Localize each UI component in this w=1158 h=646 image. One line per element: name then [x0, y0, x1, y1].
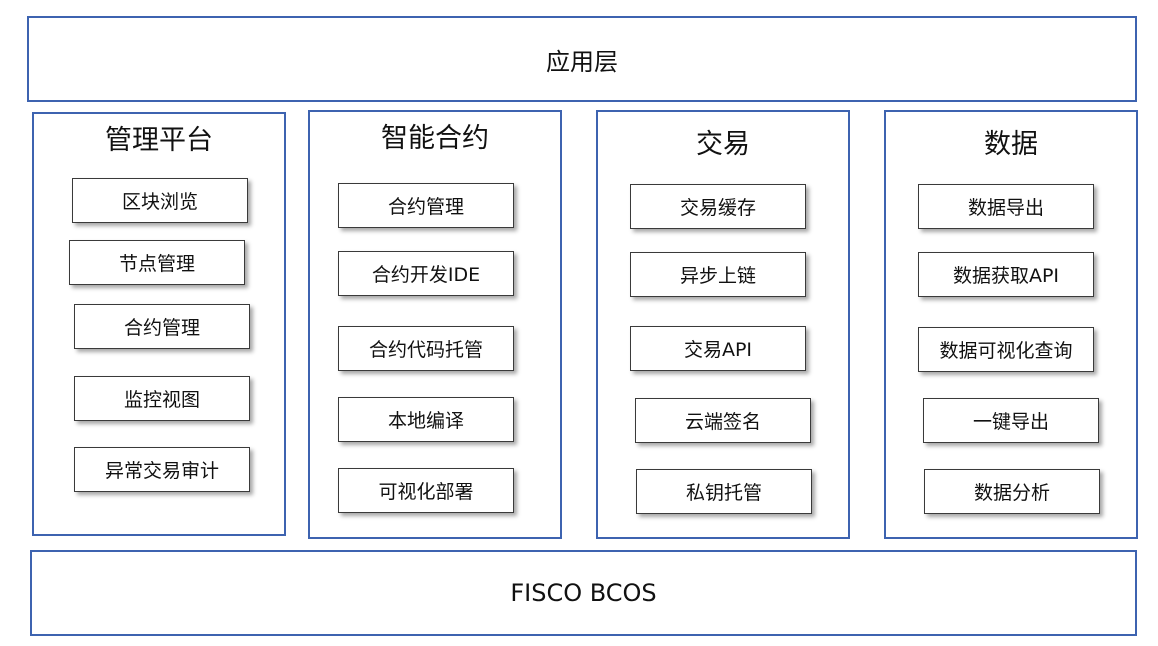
fisco-bcos-layer: FISCO BCOS — [30, 550, 1137, 636]
contract-code-hosting-item: 合约代码托管 — [338, 326, 514, 371]
fisco-bcos-label: FISCO BCOS — [510, 579, 657, 607]
transaction-cache-item: 交易缓存 — [630, 184, 806, 229]
async-chain-item: 异步上链 — [630, 252, 806, 297]
data-visual-query-item: 数据可视化查询 — [918, 327, 1094, 372]
one-click-export-item: 一键导出 — [923, 398, 1099, 443]
management-platform-title: 管理平台 — [105, 125, 213, 156]
abnormal-transaction-audit-item: 异常交易审计 — [74, 447, 250, 492]
data-export-item: 数据导出 — [918, 184, 1094, 229]
data-column: 数据 数据导出 数据获取API 数据可视化查询 一键导出 数据分析 — [884, 110, 1138, 539]
block-browse-item: 区块浏览 — [72, 178, 248, 223]
application-layer: 应用层 — [27, 16, 1137, 102]
smart-contract-title: 智能合约 — [381, 123, 489, 154]
data-analysis-item: 数据分析 — [924, 469, 1100, 514]
monitoring-view-item: 监控视图 — [74, 376, 250, 421]
contract-management-item: 合约管理 — [338, 183, 514, 228]
private-key-hosting-item: 私钥托管 — [636, 469, 812, 514]
contract-ide-item: 合约开发IDE — [338, 251, 514, 296]
data-title: 数据 — [984, 129, 1038, 160]
data-fetch-api-item: 数据获取API — [918, 252, 1094, 297]
smart-contract-column: 智能合约 合约管理 合约开发IDE 合约代码托管 本地编译 可视化部署 — [308, 110, 562, 539]
local-compile-item: 本地编译 — [338, 397, 514, 442]
transaction-title: 交易 — [696, 129, 750, 160]
contract-management-item: 合约管理 — [74, 304, 250, 349]
visual-deploy-item: 可视化部署 — [338, 468, 514, 513]
node-management-item: 节点管理 — [69, 240, 245, 285]
transaction-column: 交易 交易缓存 异步上链 交易API 云端签名 私钥托管 — [596, 110, 850, 539]
cloud-signature-item: 云端签名 — [635, 398, 811, 443]
management-platform-column: 管理平台 区块浏览 节点管理 合约管理 监控视图 异常交易审计 — [32, 112, 286, 536]
transaction-api-item: 交易API — [630, 326, 806, 371]
application-layer-label: 应用层 — [546, 47, 618, 76]
